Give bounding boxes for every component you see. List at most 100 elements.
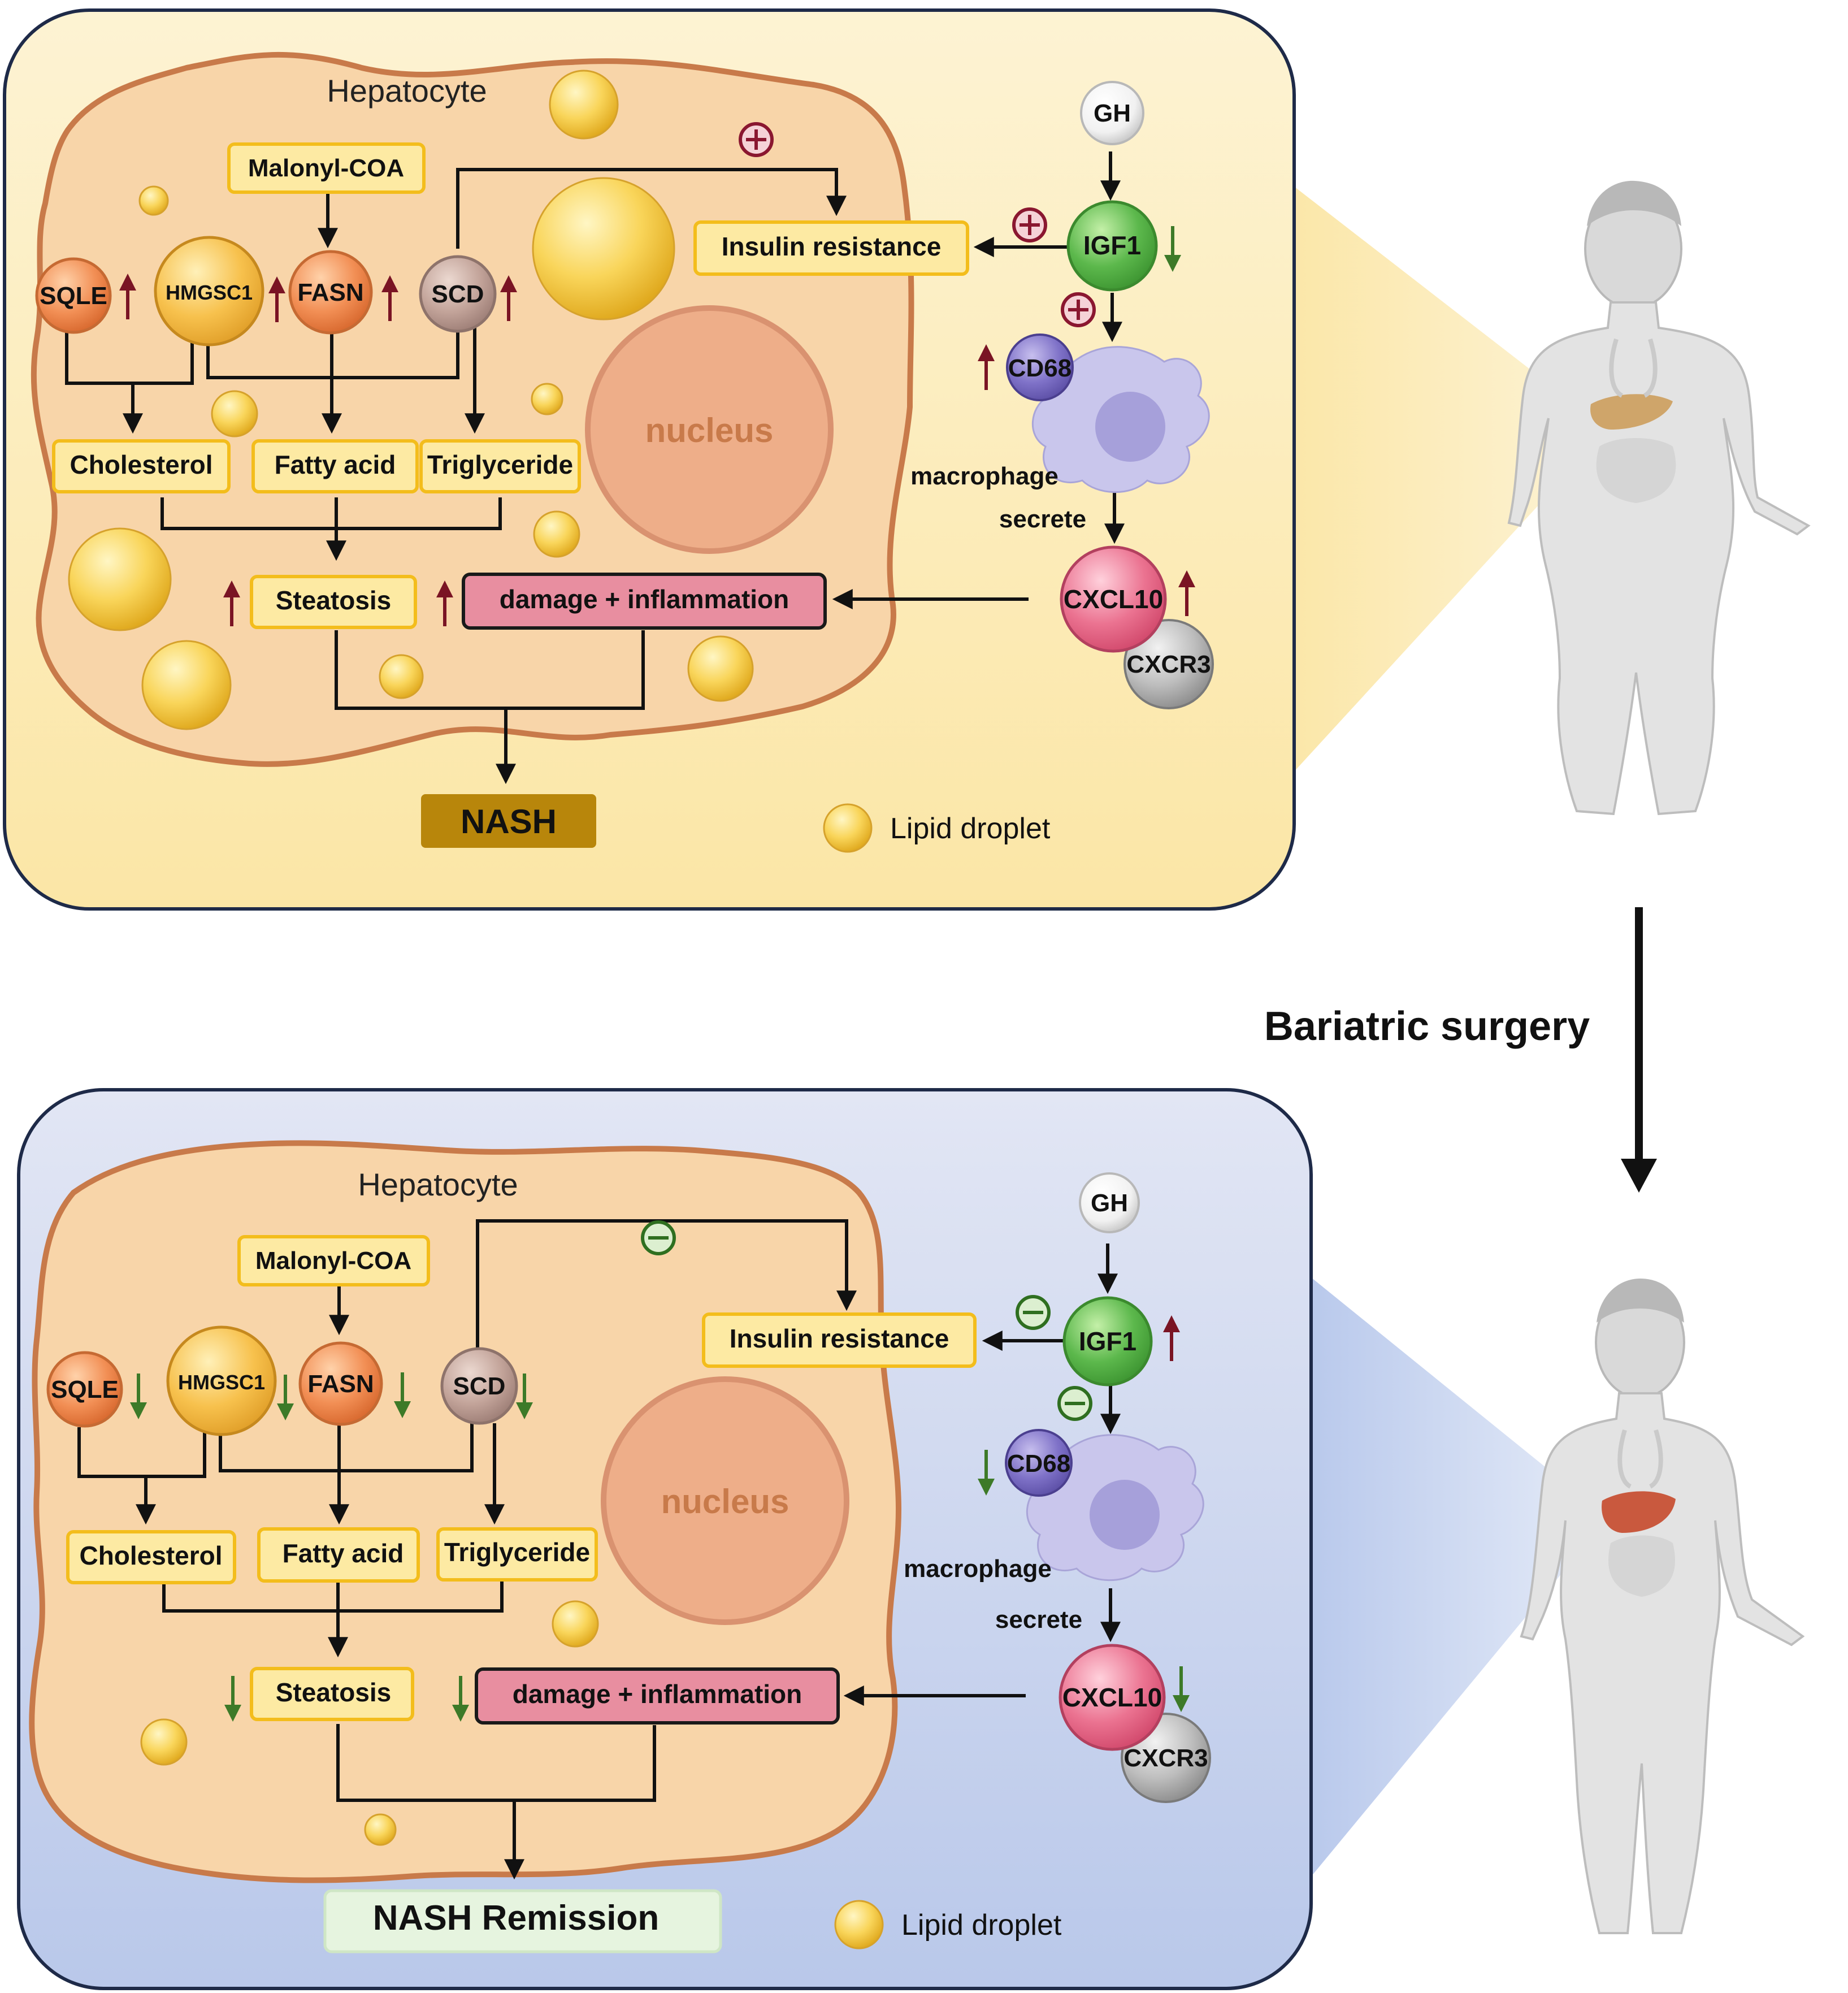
bariatric-surgery-label: Bariatric surgery <box>1264 1004 1590 1049</box>
macrophage-label: macrophage <box>910 462 1059 490</box>
negative-regulation <box>641 1220 1092 1421</box>
cholesterol-box <box>52 439 231 493</box>
hepatocyte-label: Hepatocyte <box>327 73 487 109</box>
fatty-acid-label: Fatty acid <box>283 1539 404 1568</box>
triglyceride-box <box>419 439 581 493</box>
lipid-droplet <box>532 177 675 320</box>
cholesterol-label: Cholesterol <box>70 450 212 479</box>
nucleus-label: nucleus <box>645 411 774 449</box>
cd68-node <box>1005 1429 1073 1497</box>
cxcr3-node <box>1123 619 1214 709</box>
lipid-droplet <box>531 383 563 415</box>
steatosis-label: Steatosis <box>276 1678 392 1707</box>
damage-inflammation-box <box>475 1667 840 1725</box>
insulin-resistance-box <box>702 1312 977 1368</box>
gh-label: GH <box>1091 1189 1128 1217</box>
lipid-droplet <box>140 1718 188 1766</box>
gh-node <box>1079 1172 1140 1233</box>
fatty-acid-box <box>257 1527 420 1583</box>
lipid-droplet <box>141 640 232 730</box>
damage-inflammation-label: damage + inflammation <box>513 1679 802 1709</box>
lipid-droplet <box>211 390 258 437</box>
lipid-droplets <box>140 1600 599 1846</box>
fasn-label: FASN <box>307 1370 374 1398</box>
lipid-droplet <box>364 1813 397 1846</box>
fasn-node <box>288 250 373 335</box>
nucleus <box>585 305 834 554</box>
cxcl10-label: CXCL10 <box>1064 584 1163 614</box>
down-arrows <box>130 1372 1190 1722</box>
hmgsc1-node <box>154 236 264 346</box>
panel-remission: Hepatocyte nucleus Malony <box>17 1088 1608 1990</box>
liver-icon <box>1602 1491 1676 1533</box>
macrophage-label: macrophage <box>904 1555 1052 1583</box>
sqle-label: SQLE <box>40 282 107 310</box>
insulin-resistance-label: Insulin resistance <box>722 232 942 261</box>
scd-label: SCD <box>453 1372 506 1400</box>
cd68-label: CD68 <box>1007 1450 1071 1478</box>
cxcl10-label: CXCL10 <box>1062 1683 1162 1712</box>
hmgsc1-node <box>166 1325 277 1436</box>
pathway-lines <box>65 151 1125 785</box>
nash-outcome-label: NASH <box>461 803 557 840</box>
scd-node <box>419 255 497 333</box>
projection-beam <box>1294 187 1608 772</box>
lipid-droplet-legend-icon <box>823 803 873 853</box>
hmgsc1-label: HMGSC1 <box>178 1371 265 1394</box>
liver-icon <box>1590 394 1673 430</box>
projection-beam <box>1311 1277 1608 1877</box>
lipid-droplet <box>68 527 172 631</box>
malonyl-coa-label: Malonyl-COA <box>255 1247 411 1275</box>
nash-remission-box <box>323 1889 722 1953</box>
lipid-droplet <box>138 185 169 216</box>
scd-node <box>440 1347 518 1425</box>
macrophage-nucleus <box>1090 1480 1160 1550</box>
lipid-droplet-legend-icon <box>834 1900 884 1949</box>
insulin-resistance-box <box>693 220 969 276</box>
triglyceride-label: Triglyceride <box>444 1537 590 1567</box>
macrophage-nucleus <box>1095 392 1165 462</box>
malonyl-coa-box <box>227 142 426 194</box>
gh-label: GH <box>1094 99 1131 127</box>
nash-remission-label: NASH Remission <box>373 1899 659 1938</box>
secrete-label: secrete <box>999 505 1086 533</box>
steatosis-label: Steatosis <box>276 586 392 615</box>
igf1-node <box>1062 1296 1153 1387</box>
damage-inflammation-label: damage + inflammation <box>500 584 789 614</box>
cxcl10-node <box>1059 1644 1166 1751</box>
lipid-droplet-legend-label: Lipid droplet <box>890 812 1051 845</box>
fatty-acid-box <box>251 439 419 493</box>
nucleus-label: nucleus <box>661 1483 789 1520</box>
panel-nash: Hepatocyte nucleus <box>3 8 1608 911</box>
scd-label: SCD <box>432 280 484 308</box>
sqle-label: SQLE <box>51 1376 119 1403</box>
triglyceride-label: Triglyceride <box>427 450 573 479</box>
lipid-droplet <box>687 635 754 702</box>
triglyceride-box <box>436 1527 598 1582</box>
malonyl-coa-box <box>237 1235 430 1286</box>
sqle-node <box>35 257 112 334</box>
cd68-label: CD68 <box>1008 354 1072 382</box>
up-arrows <box>119 274 1195 626</box>
cd68-node <box>1006 333 1074 401</box>
hepatocyte-label: Hepatocyte <box>358 1167 518 1202</box>
cholesterol-label: Cholesterol <box>79 1541 222 1570</box>
positive-regulation <box>739 122 1096 327</box>
cholesterol-box <box>66 1530 236 1584</box>
lipid-droplets <box>68 70 754 730</box>
cxcr3-label: CXCR3 <box>1126 651 1211 678</box>
hmgsc1-label: HMGSC1 <box>166 281 253 304</box>
fasn-label: FASN <box>297 279 363 306</box>
fasn-node <box>298 1341 383 1426</box>
sqle-node <box>46 1351 123 1428</box>
nash-outcome-box <box>421 794 596 848</box>
fatty-acid-label: Fatty acid <box>275 450 396 479</box>
surgery-arrow-head <box>1621 1159 1657 1193</box>
lipid-droplet <box>379 654 424 699</box>
cxcr3-label: CXCR3 <box>1123 1744 1208 1772</box>
lipid-droplet <box>533 510 580 558</box>
steatosis-box <box>250 575 417 629</box>
gh-node <box>1080 81 1144 145</box>
cxcl10-node <box>1060 545 1167 653</box>
insulin-resistance-label: Insulin resistance <box>730 1324 949 1353</box>
